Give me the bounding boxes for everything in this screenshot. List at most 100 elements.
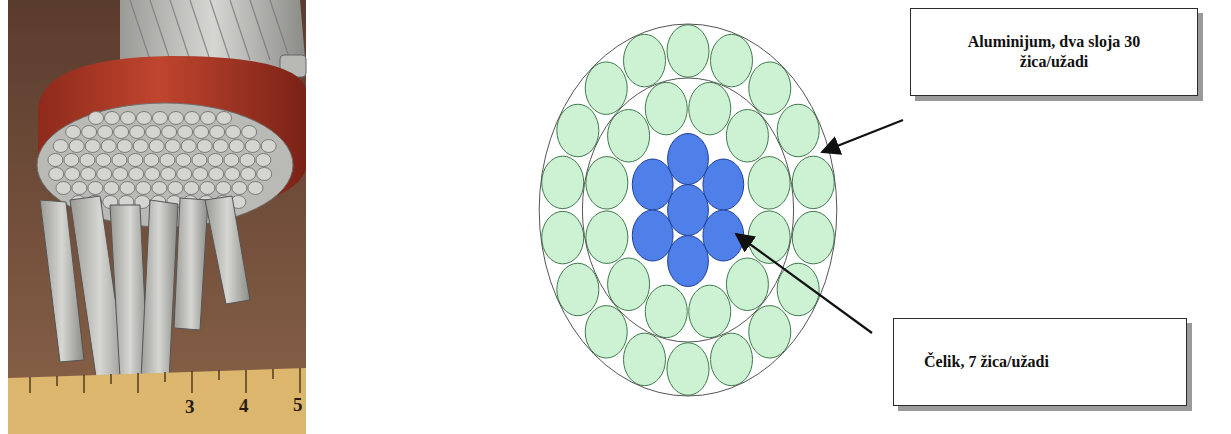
end-face-wire (98, 126, 113, 139)
conductor-wires (539, 24, 837, 396)
end-face-wire (114, 126, 129, 139)
aluminium-wire (749, 62, 791, 115)
end-face-wire (178, 126, 193, 139)
aluminium-wire (542, 156, 584, 209)
aluminium-wire (542, 211, 584, 263)
end-face-wire (213, 140, 228, 153)
aluminium-wire (792, 211, 834, 263)
layer-outline (582, 78, 793, 342)
end-face-wire (81, 168, 96, 181)
end-face-wire (136, 182, 151, 195)
end-face-wire (133, 140, 148, 153)
end-face-wire (224, 154, 239, 167)
aluminium-wire (748, 211, 790, 263)
aluminium-wire (586, 211, 628, 263)
aluminium-wire (711, 34, 753, 87)
end-face-wire (65, 168, 80, 181)
end-face-wire (56, 182, 71, 195)
aluminium-wire (645, 82, 687, 134)
end-face-wire (129, 168, 144, 181)
end-face-wire (210, 126, 225, 139)
end-face-wire (165, 140, 180, 153)
end-face-wire (130, 126, 145, 139)
end-face-wire (69, 140, 84, 153)
end-face-wire (241, 168, 256, 181)
aluminium-wire (689, 285, 731, 338)
steel-wire (668, 236, 709, 287)
ruler-ticks (30, 368, 300, 393)
end-face-wire (117, 140, 132, 153)
end-face-wire (168, 182, 183, 195)
layer-outline (539, 24, 837, 396)
end-face-wire (89, 112, 104, 125)
steel-wire (668, 134, 709, 185)
end-face-wire (256, 154, 271, 167)
end-face-wire (152, 182, 167, 195)
end-face-wire (88, 182, 103, 195)
cable-strands (130, 0, 290, 60)
end-face-wire (80, 154, 95, 167)
end-face-wire (153, 112, 168, 125)
end-face-wire (197, 140, 212, 153)
end-face-wire (229, 140, 244, 153)
aluminium-wire (667, 25, 709, 78)
end-face-wire (181, 140, 196, 153)
end-face-wire (242, 126, 257, 139)
end-face-wire (162, 126, 177, 139)
end-face-wire (194, 126, 209, 139)
end-face-wire (217, 112, 232, 125)
aluminium-wire (792, 156, 834, 209)
end-face-wire (72, 182, 87, 195)
callout-text: Čelik, 7 žica/užadi (924, 352, 1049, 372)
end-face-wire (201, 112, 216, 125)
ruler-number: 4 (239, 396, 249, 415)
aluminium-wire (585, 62, 627, 115)
aluminium-wire (586, 157, 628, 210)
aluminium-wire (585, 306, 627, 359)
aluminium-wire (608, 110, 650, 163)
aluminium-wire (726, 258, 768, 311)
aluminium-wire (624, 333, 666, 386)
end-face-wire (240, 154, 255, 167)
end-face-wire (248, 182, 263, 195)
end-face-wire (49, 168, 64, 181)
end-face-wire (112, 154, 127, 167)
steel-wire (703, 159, 744, 210)
end-face-wire (128, 154, 143, 167)
aluminium-wire (777, 104, 819, 157)
end-face-wire (113, 168, 128, 181)
end-face-wire (176, 154, 191, 167)
end-face-wire (137, 112, 152, 125)
aluminium-wire (608, 258, 650, 311)
aluminium-wire (689, 82, 731, 134)
steel-wire (632, 210, 673, 261)
aluminium-wire (726, 110, 768, 163)
end-face-wire (105, 112, 120, 125)
end-face-wire (53, 140, 68, 153)
end-face-wire (121, 112, 136, 125)
steel-wire (668, 185, 709, 236)
end-face-wire (257, 168, 272, 181)
end-face-wire (200, 182, 215, 195)
end-face-wire (97, 168, 112, 181)
end-face-wire (48, 154, 63, 167)
end-face-wire (232, 182, 247, 195)
aluminium-wire (557, 263, 599, 316)
end-face-wire (85, 140, 100, 153)
aluminium-wire (749, 306, 791, 359)
end-face-wire (82, 126, 97, 139)
end-face-wire (208, 154, 223, 167)
end-face-wire (145, 168, 160, 181)
end-face-wire (64, 154, 79, 167)
aluminium-wire (557, 104, 599, 157)
photo-background (8, 0, 306, 434)
end-face-wire (120, 182, 135, 195)
aluminium-wire (748, 157, 790, 210)
aluminium-wire (624, 34, 666, 87)
end-face-wire (226, 126, 241, 139)
end-face-wire (184, 182, 199, 195)
end-face-wire (146, 126, 161, 139)
end-face-wire (96, 154, 111, 167)
end-face-wire (66, 126, 81, 139)
